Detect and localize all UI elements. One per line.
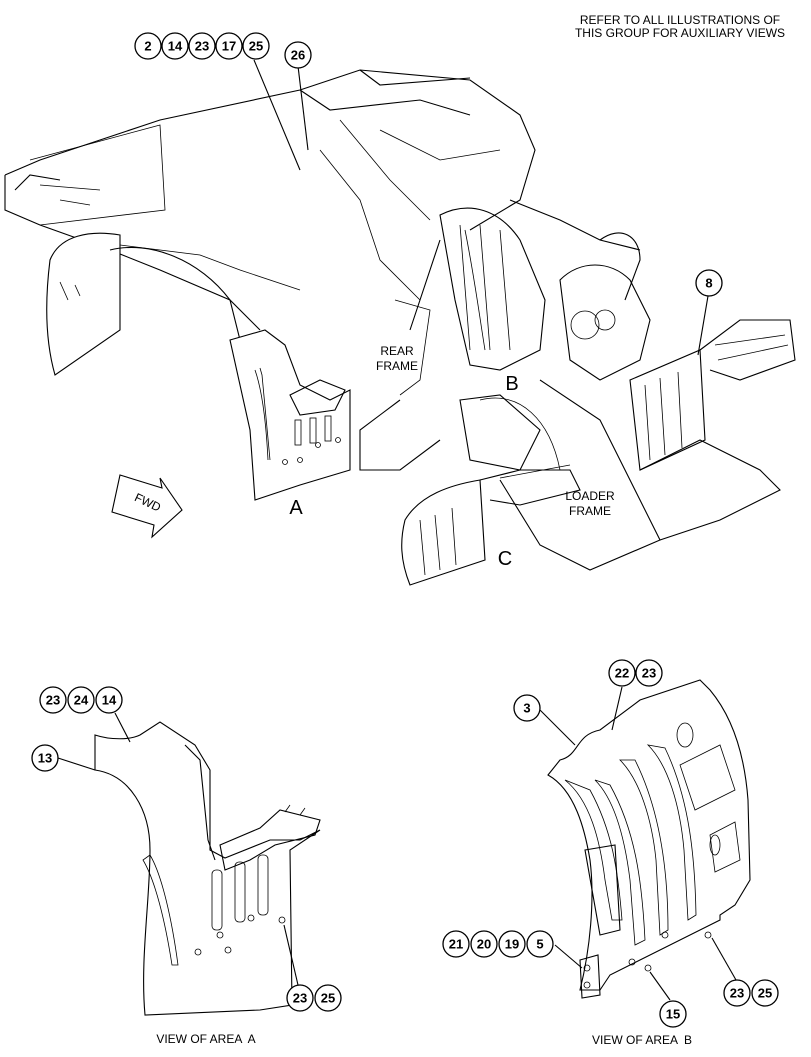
callout-bubble: 15 bbox=[659, 1000, 687, 1028]
callout-group-top: 2 14 23 17 25 26 8 bbox=[134, 32, 723, 297]
svg-text:23: 23 bbox=[195, 39, 209, 54]
rear-frame-label-1: REAR bbox=[380, 344, 414, 358]
svg-text:14: 14 bbox=[102, 693, 117, 708]
svg-text:23: 23 bbox=[730, 986, 744, 1001]
svg-text:8: 8 bbox=[705, 276, 712, 291]
svg-text:26: 26 bbox=[291, 48, 305, 63]
svg-text:23: 23 bbox=[46, 693, 60, 708]
svg-text:23: 23 bbox=[642, 666, 656, 681]
note-line-2: THIS GROUP FOR AUXILIARY VIEWS bbox=[574, 26, 786, 40]
callout-bubble: 21 bbox=[442, 930, 470, 958]
main-assembly-view bbox=[4, 59, 796, 586]
svg-text:20: 20 bbox=[477, 937, 491, 952]
callout-bubble: 24 bbox=[67, 686, 95, 714]
fwd-arrow-icon: FWD bbox=[111, 474, 183, 539]
callout-bubble: 17 bbox=[215, 32, 243, 60]
note-line-1: REFER TO ALL ILLUSTRATIONS OF bbox=[579, 13, 781, 27]
callout-bubble: 2 bbox=[134, 32, 162, 60]
loader-frame-label-1: LOADER bbox=[565, 489, 615, 503]
callout-bubble: 14 bbox=[95, 686, 123, 714]
loader-frame-label-2: FRAME bbox=[569, 504, 611, 518]
svg-text:25: 25 bbox=[249, 39, 263, 54]
callout-bubble: 19 bbox=[498, 930, 526, 958]
view-area-a bbox=[57, 712, 321, 1016]
area-a-label: A bbox=[289, 497, 303, 519]
callout-bubble: 25 bbox=[242, 32, 270, 60]
svg-text:19: 19 bbox=[505, 937, 519, 952]
svg-text:2: 2 bbox=[144, 39, 151, 54]
callout-bubble: 14 bbox=[161, 32, 189, 60]
svg-text:22: 22 bbox=[615, 666, 629, 681]
callout-bubble: 3 bbox=[513, 694, 541, 722]
svg-text:14: 14 bbox=[168, 39, 183, 54]
svg-text:13: 13 bbox=[38, 751, 52, 766]
svg-text:5: 5 bbox=[536, 937, 543, 952]
svg-text:17: 17 bbox=[222, 39, 236, 54]
callout-bubble: 20 bbox=[470, 930, 498, 958]
callout-bubble: 5 bbox=[526, 930, 554, 958]
callout-bubble: 13 bbox=[31, 744, 59, 772]
svg-text:23: 23 bbox=[293, 991, 307, 1006]
callout-bubble: 8 bbox=[695, 269, 723, 297]
svg-text:24: 24 bbox=[74, 693, 89, 708]
area-c-label: C bbox=[498, 548, 512, 570]
callout-bubble: 25 bbox=[314, 984, 342, 1012]
svg-text:25: 25 bbox=[321, 991, 335, 1006]
callout-bubble: 25 bbox=[751, 979, 779, 1007]
callout-bubble: 22 bbox=[608, 659, 636, 687]
svg-text:3: 3 bbox=[523, 701, 530, 716]
callout-bubble: 23 bbox=[39, 686, 67, 714]
view-a-caption: VIEW OF AREA A bbox=[156, 1032, 255, 1046]
auxiliary-views-note: REFER TO ALL ILLUSTRATIONS OF THIS GROUP… bbox=[560, 14, 800, 40]
callout-bubble: 23 bbox=[188, 32, 216, 60]
callout-bubble: 26 bbox=[284, 41, 312, 69]
svg-text:15: 15 bbox=[666, 1007, 680, 1022]
svg-text:25: 25 bbox=[758, 986, 772, 1001]
view-b-caption: VIEW OF AREA B bbox=[592, 1033, 692, 1047]
view-b-callouts: 22 23 3 21 20 19 5 15 23 25 bbox=[442, 659, 779, 1028]
callout-bubble: 23 bbox=[286, 984, 314, 1012]
callout-bubble: 23 bbox=[723, 979, 751, 1007]
rear-frame-label-2: FRAME bbox=[376, 359, 418, 373]
area-b-label: B bbox=[505, 373, 518, 395]
view-area-b bbox=[539, 679, 751, 1001]
view-a-callouts: 23 24 14 13 23 25 bbox=[31, 686, 342, 1012]
callout-bubble: 23 bbox=[635, 659, 663, 687]
svg-text:21: 21 bbox=[449, 937, 463, 952]
